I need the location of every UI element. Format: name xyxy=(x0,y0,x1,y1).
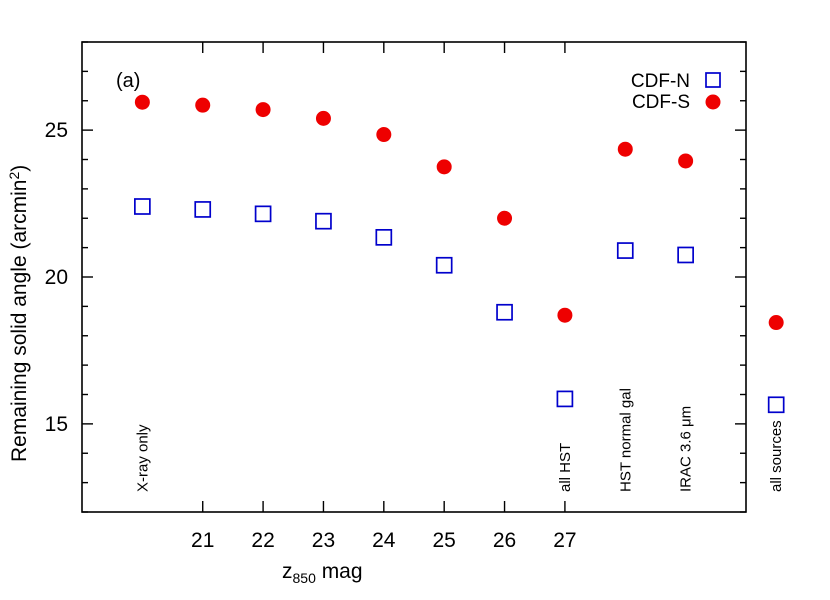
point-cdf-s xyxy=(768,315,784,331)
point-cdf-s xyxy=(617,141,633,157)
marks-layer xyxy=(134,94,785,414)
x-axis-title-rest: mag xyxy=(316,560,363,583)
point-cdf-s xyxy=(497,210,513,226)
point-cdf-s xyxy=(376,127,392,143)
point-cdf-n xyxy=(767,396,785,414)
point-cdf-n xyxy=(254,205,272,223)
annotation-label: IRAC 3.6 μm xyxy=(678,406,695,492)
legend-marker-cdf-n xyxy=(705,72,721,88)
point-cdf-n xyxy=(194,201,212,218)
point-cdf-s xyxy=(436,159,452,175)
y-tick-label: 25 xyxy=(45,119,68,142)
point-cdf-n xyxy=(556,390,574,408)
point-cdf-n xyxy=(375,228,393,246)
y-axis-title-sup: 2 xyxy=(6,172,22,180)
point-cdf-n xyxy=(616,242,634,259)
legend: CDF-N CDF-S xyxy=(631,71,721,113)
y-axis-title-end: ) xyxy=(8,165,31,172)
point-cdf-n xyxy=(677,246,694,264)
point-cdf-s xyxy=(255,102,271,118)
panel-label: (a) xyxy=(116,70,140,92)
point-cdf-s xyxy=(195,97,211,113)
legend-label-cdf-n: CDF-N xyxy=(631,71,690,92)
point-cdf-s xyxy=(315,110,331,126)
annotation-label: HST normal gal xyxy=(617,388,634,492)
point-cdf-s xyxy=(557,307,573,323)
point-cdf-n xyxy=(435,256,453,274)
x-tick-label: 27 xyxy=(553,529,576,552)
annotation-label: all HST xyxy=(557,443,574,492)
point-cdf-n xyxy=(315,212,332,230)
x-tick-label: 21 xyxy=(191,529,214,552)
x-axis-title: z850 mag xyxy=(282,560,363,586)
x-tick-label: 25 xyxy=(433,529,456,552)
point-cdf-n xyxy=(496,303,513,321)
point-cdf-s xyxy=(678,153,694,169)
x-tick-label: 22 xyxy=(251,529,274,552)
annotation-label: X-ray only xyxy=(134,424,151,492)
point-cdf-s xyxy=(134,94,150,110)
ticks-layer: 15 20 25 21 22 23 24 25 26 27 xyxy=(45,41,746,552)
x-tick-label: 24 xyxy=(372,529,396,552)
legend-marker-cdf-s xyxy=(705,94,721,110)
annotation-label: all sources xyxy=(768,420,785,492)
y-tick-label: 20 xyxy=(45,266,68,289)
y-tick-label: 15 xyxy=(45,413,68,436)
x-axis-title-sub: 850 xyxy=(293,570,317,586)
legend-label-cdf-s: CDF-S xyxy=(632,92,690,113)
x-axis-title-main: z xyxy=(282,560,293,583)
y-axis-title: Remaining solid angle (arcmin2) xyxy=(6,165,31,462)
annotations-layer: X-ray only all HST HST normal gal IRAC 3.6 … xyxy=(134,388,785,492)
x-tick-label: 26 xyxy=(493,529,516,552)
x-tick-label: 23 xyxy=(312,529,335,552)
point-cdf-n xyxy=(134,198,151,215)
y-axis-title-main: Remaining solid angle (arcmin xyxy=(8,180,31,462)
